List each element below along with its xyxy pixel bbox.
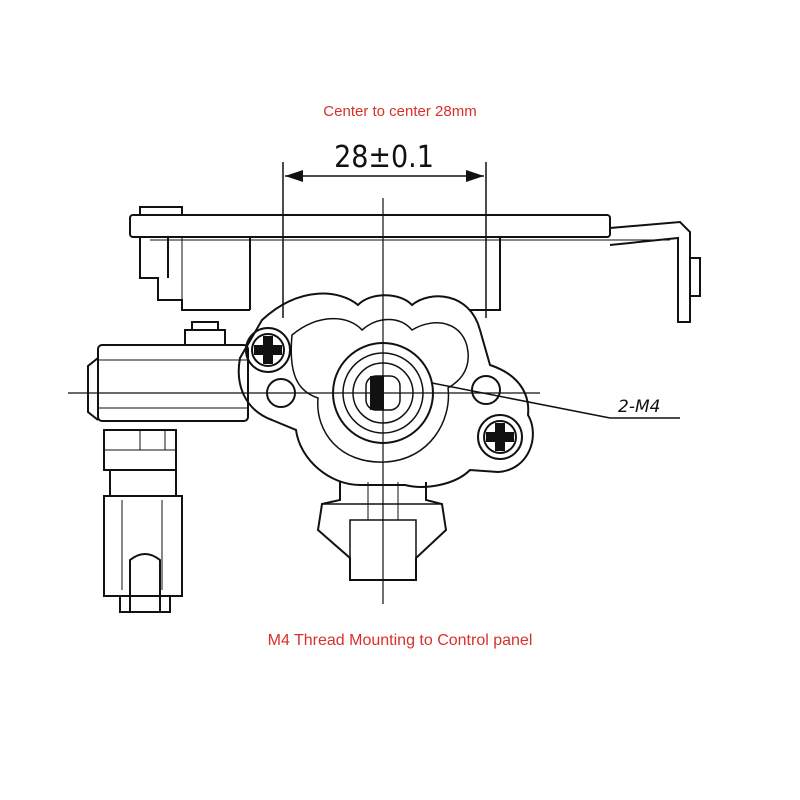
housing-plate <box>129 206 701 323</box>
screw-bottom-right <box>477 414 523 460</box>
caption-center-distance: Center to center 28mm <box>323 103 477 120</box>
caption-mounting: M4 Thread Mounting to Control panel <box>267 632 533 649</box>
callout-leader <box>431 382 680 419</box>
screw-top-left <box>245 327 291 373</box>
dimension-value: 28±0.1 <box>334 140 434 175</box>
hole-left <box>266 378 296 408</box>
center-lines <box>68 198 540 604</box>
mounting-flange <box>237 292 534 488</box>
knob <box>316 482 448 581</box>
callout-label: 2-M4 <box>618 397 660 417</box>
terminal-block <box>103 429 183 613</box>
left-shaft <box>87 321 249 422</box>
central-shaft <box>332 342 434 444</box>
hole-right <box>471 375 501 405</box>
